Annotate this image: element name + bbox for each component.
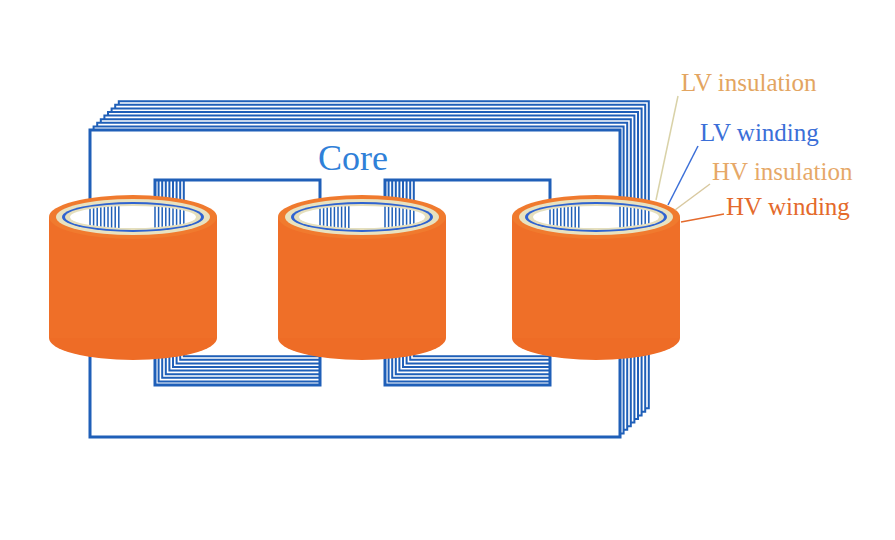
core-leg-edge bbox=[337, 197, 339, 237]
core-leg-edge bbox=[348, 197, 350, 237]
core-leg-edge bbox=[634, 197, 636, 237]
windings bbox=[49, 195, 680, 360]
core-leg-edge bbox=[326, 197, 328, 237]
core-leg-edge bbox=[406, 197, 408, 237]
lv-insulation bbox=[528, 204, 664, 230]
hv-winding bbox=[49, 195, 217, 239]
core-leg-edge bbox=[578, 197, 580, 237]
core-leg-edge bbox=[104, 197, 106, 237]
part-label: LV insulation bbox=[681, 70, 816, 95]
core-leg-edge bbox=[413, 197, 415, 237]
part-label: HV winding bbox=[726, 194, 850, 219]
core-leg-edge bbox=[619, 197, 621, 237]
core-leg-edge bbox=[644, 197, 646, 237]
core-leg-edge bbox=[183, 197, 185, 237]
core-leg-edge bbox=[391, 197, 393, 237]
core-leg-edge bbox=[89, 197, 91, 237]
core-leg bbox=[320, 197, 414, 237]
core-leg-edge bbox=[571, 197, 573, 237]
lv-winding bbox=[62, 202, 204, 232]
core-leg-edge bbox=[330, 197, 332, 237]
core-leg-edge bbox=[560, 197, 562, 237]
core-leg-edge bbox=[399, 197, 401, 237]
core-leg-edge bbox=[553, 197, 555, 237]
core-leg-edge bbox=[574, 197, 576, 237]
core-leg-edge bbox=[93, 197, 95, 237]
hv-winding bbox=[278, 195, 446, 239]
core-leg-edge bbox=[409, 197, 411, 237]
core-leg bbox=[90, 197, 184, 237]
core-leg-edge bbox=[334, 197, 336, 237]
core-leg-edge bbox=[100, 197, 102, 237]
hv-insulation bbox=[519, 199, 673, 235]
hv-insulation bbox=[56, 199, 210, 235]
core-leg bbox=[550, 197, 649, 237]
leader-line bbox=[675, 184, 710, 210]
core-leg-edge bbox=[402, 197, 404, 237]
core-leg-edge bbox=[341, 197, 343, 237]
core-leg-edge bbox=[179, 197, 181, 237]
lv-winding bbox=[291, 202, 433, 232]
core-leg-edge bbox=[165, 197, 167, 237]
hv-insulation bbox=[285, 199, 439, 235]
core-leg-edge bbox=[388, 197, 390, 237]
core-leg-edge bbox=[114, 197, 116, 237]
core-leg-edge bbox=[319, 197, 321, 237]
core-leg-edge bbox=[549, 197, 551, 237]
core-leg-edge bbox=[564, 197, 566, 237]
core-leg-edge bbox=[384, 197, 386, 237]
core-leg bbox=[533, 206, 659, 228]
core-label: Core bbox=[318, 140, 388, 176]
core-leg-edge bbox=[648, 197, 650, 237]
core-leg-edge bbox=[96, 197, 98, 237]
core-leg-edge bbox=[641, 197, 643, 237]
core-leg-edge bbox=[169, 197, 171, 237]
core-leg-edge bbox=[161, 197, 163, 237]
core-leg-edge bbox=[107, 197, 109, 237]
hv-winding bbox=[512, 195, 680, 239]
leader-line bbox=[681, 214, 724, 222]
core-leg-edge bbox=[623, 197, 625, 237]
winding-cylinder bbox=[278, 195, 446, 360]
core-leg-edge bbox=[323, 197, 325, 237]
core-leg-edge bbox=[176, 197, 178, 237]
core-leg-edge bbox=[637, 197, 639, 237]
core-leg-edge bbox=[158, 197, 160, 237]
core-leg-edge bbox=[567, 197, 569, 237]
winding-cylinder bbox=[512, 195, 680, 360]
core-leg-edge bbox=[626, 197, 628, 237]
winding-cylinder bbox=[49, 195, 217, 360]
core-leg-edge bbox=[154, 197, 156, 237]
core-leg-edge bbox=[395, 197, 397, 237]
core-leg-edge bbox=[172, 197, 174, 237]
leader-line bbox=[656, 96, 678, 200]
core-leg-edge bbox=[118, 197, 120, 237]
core-leg-edge bbox=[556, 197, 558, 237]
part-label: HV insulation bbox=[712, 159, 853, 184]
part-label: LV winding bbox=[700, 120, 819, 145]
core-leg-edge bbox=[111, 197, 113, 237]
core-leg-edge bbox=[344, 197, 346, 237]
core-leg-edge bbox=[630, 197, 632, 237]
